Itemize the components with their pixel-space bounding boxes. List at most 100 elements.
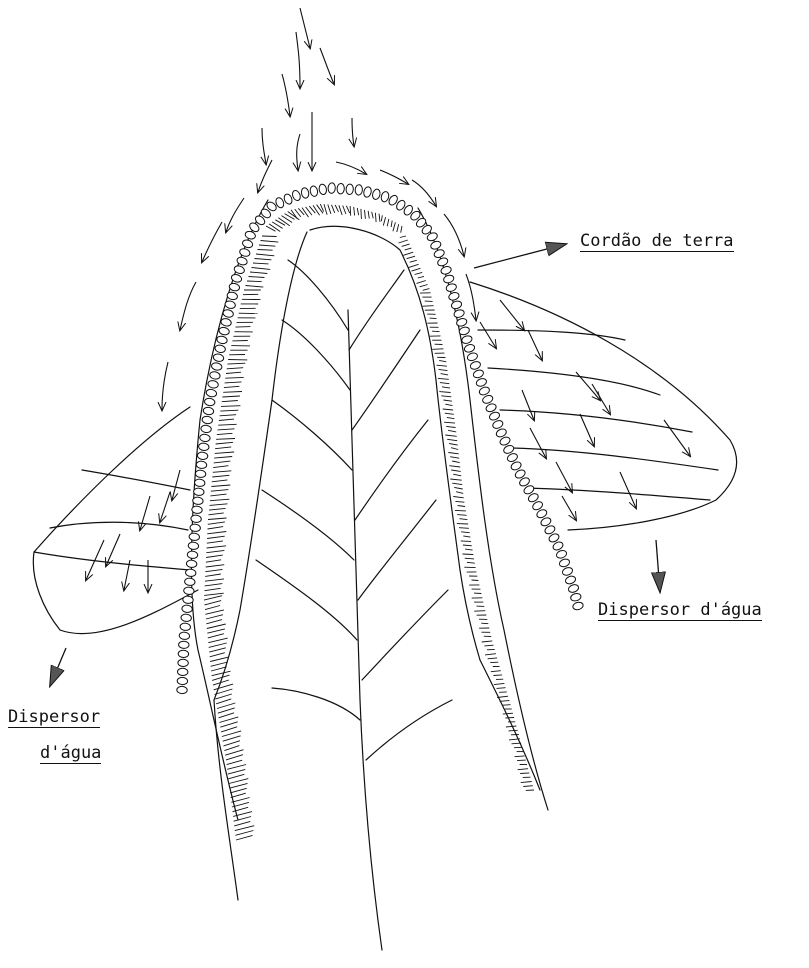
- runoff-arrow: [444, 214, 464, 256]
- left-disperser-outline: [33, 407, 198, 634]
- hatch-stroke: [521, 782, 532, 783]
- hatch-stroke: [372, 212, 374, 219]
- hatch-stroke: [215, 452, 234, 453]
- hatch-stroke: [223, 392, 242, 393]
- earth-cord-bead: [482, 394, 494, 405]
- earth-cord-bead: [448, 291, 460, 301]
- hatch-stroke: [354, 207, 355, 216]
- earth-cord-bead: [197, 452, 208, 461]
- earth-cord-bead: [195, 470, 206, 478]
- earth-cord-bead: [204, 398, 215, 407]
- hatch-stroke: [350, 206, 351, 216]
- vein: [355, 420, 428, 520]
- hatch-stroke: [368, 211, 369, 219]
- hatch-stroke: [509, 730, 518, 731]
- right-dispersor-leader-arrow: [656, 540, 660, 592]
- runoff-arrow: [282, 74, 290, 116]
- hatch-stroke: [500, 701, 510, 702]
- hatch-stroke: [403, 252, 413, 255]
- top-bank-hatching: [266, 204, 402, 233]
- vein: [358, 500, 436, 600]
- earth-cord-bead: [242, 239, 254, 249]
- hatch-stroke: [206, 620, 222, 624]
- hatch-stroke: [261, 241, 279, 243]
- vein: [362, 590, 448, 680]
- hatch-stroke: [443, 400, 452, 401]
- hatch-stroke: [207, 532, 226, 534]
- earth-cord-bead: [178, 659, 189, 667]
- hatch-stroke: [456, 492, 463, 494]
- earth-cord-bead: [177, 677, 188, 685]
- hatch-stroke: [222, 401, 238, 402]
- hatch-stroke: [262, 236, 277, 237]
- hatch-stroke: [451, 470, 461, 471]
- right-disperser-arrow: [530, 428, 546, 458]
- hatch-stroke: [230, 783, 248, 788]
- right-disperser-arrow: [528, 330, 542, 360]
- hatch-stroke: [209, 648, 226, 652]
- hatch-stroke: [461, 532, 470, 533]
- earth-cord-bead: [209, 371, 221, 380]
- runoff-arrow: [352, 118, 354, 146]
- earth-cord-bead: [226, 291, 238, 300]
- right-disperser-line: [488, 368, 660, 395]
- earth-cord-bead: [440, 265, 452, 275]
- hatch-stroke: [213, 471, 232, 473]
- earth-cord-bead: [218, 326, 230, 335]
- hatch-stroke: [497, 688, 506, 689]
- hatch-stroke: [212, 671, 231, 676]
- hatch-stroke: [455, 510, 466, 511]
- hatch-stroke: [220, 410, 238, 411]
- hatch-stroke: [204, 596, 222, 600]
- hatch-stroke: [207, 541, 223, 543]
- hatch-stroke: [437, 365, 447, 366]
- hatch-stroke: [210, 657, 228, 661]
- hatch-stroke: [212, 675, 229, 680]
- earth-cord-bead: [301, 187, 310, 199]
- earth-cord-bead: [224, 300, 236, 309]
- hatch-stroke: [447, 417, 455, 418]
- left-disperser-line: [82, 470, 190, 490]
- earth-cord-bead: [216, 335, 228, 344]
- vein: [272, 688, 360, 720]
- hatch-stroke: [222, 396, 240, 397]
- hatch-stroke: [213, 466, 228, 468]
- hatch-stroke: [448, 453, 458, 454]
- hatch-stroke: [505, 718, 514, 719]
- left-disperser-arrow: [160, 492, 170, 522]
- vein: [288, 260, 348, 330]
- earth-cord-bead: [475, 377, 487, 387]
- earth-cord-bead: [206, 389, 218, 398]
- earth-cord-bead: [466, 352, 478, 362]
- runoff-arrow: [296, 32, 300, 88]
- vein: [256, 560, 357, 640]
- hatch-stroke: [234, 817, 252, 822]
- hatch-stroke: [227, 765, 246, 770]
- hatch-stroke: [220, 722, 237, 727]
- hatch-stroke: [222, 731, 241, 737]
- hatch-stroke: [443, 409, 453, 410]
- hatch-stroke: [255, 259, 272, 260]
- hatch-stroke: [256, 254, 274, 256]
- hatch-stroke: [399, 240, 408, 243]
- hatch-stroke: [225, 382, 242, 383]
- earth-cord-bead: [564, 575, 576, 585]
- hatch-stroke: [446, 426, 455, 427]
- hatch-stroke: [423, 306, 434, 307]
- hatch-stroke: [220, 415, 237, 416]
- hatch-stroke: [215, 694, 232, 699]
- hatch-stroke: [206, 555, 223, 557]
- hatch-stroke: [458, 506, 466, 507]
- right-disperser-line: [526, 488, 710, 500]
- earth-cord-bead: [291, 189, 302, 201]
- hatch-stroke: [453, 474, 461, 476]
- earth-cord-bead: [371, 188, 381, 200]
- hatch-stroke: [208, 638, 227, 643]
- right-disperser-arrow: [664, 420, 690, 456]
- hatch-stroke: [214, 461, 231, 463]
- earth-cord-bead: [502, 444, 514, 455]
- runoff-arrows: [162, 8, 476, 410]
- hatch-stroke: [221, 406, 240, 407]
- hatch-stroke: [208, 522, 225, 524]
- hatch-stroke: [407, 256, 415, 259]
